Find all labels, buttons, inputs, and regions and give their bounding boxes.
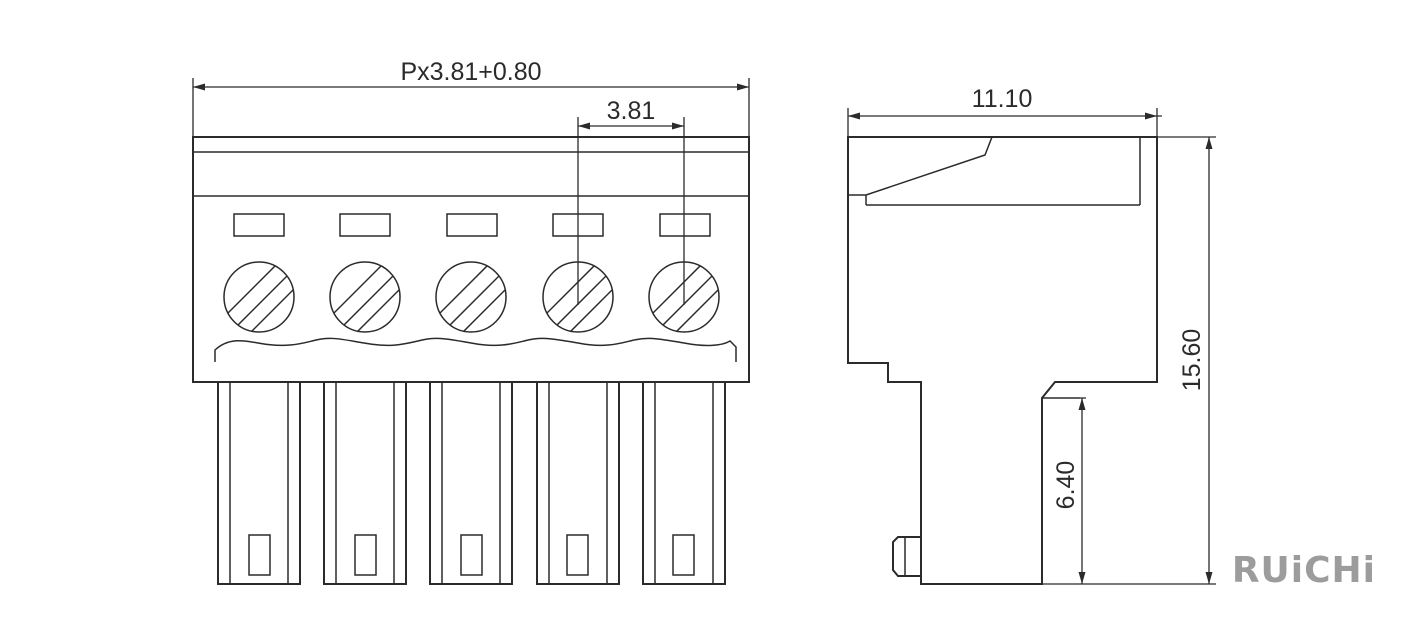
pitch-label: 3.81: [607, 97, 656, 125]
wire-hole: [435, 261, 507, 333]
total-height-label: 15.60: [1178, 329, 1206, 392]
wire-hole: [329, 261, 401, 333]
side-view-body: [847, 136, 1158, 585]
socket-leg: [429, 381, 513, 585]
release-slot: [233, 213, 285, 237]
pin-height-label: 6.40: [1052, 461, 1080, 510]
socket-leg: [217, 381, 301, 585]
pin-height-dimension: 6.40: [1052, 397, 1086, 584]
overall-width-dimension: Px3.81+0.80: [192, 58, 750, 137]
socket-leg: [323, 381, 407, 585]
depth-label: 11.10: [972, 85, 1033, 113]
side-view-locking-tab: [892, 536, 921, 577]
socket-leg: [642, 381, 726, 585]
wire-hole: [542, 261, 614, 333]
front-view: Px3.81+0.80 3.81: [192, 58, 750, 585]
front-view-body: [192, 136, 750, 383]
release-slot: [339, 213, 391, 237]
total-height-dimension: 15.60: [1042, 136, 1216, 585]
depth-dimension: 11.10: [847, 85, 1162, 137]
pitch-dimension: 3.81: [577, 97, 685, 305]
overall-width-label: Px3.81+0.80: [400, 58, 541, 86]
brand-logo: RUiCHi: [1232, 550, 1376, 591]
release-slot: [446, 213, 498, 237]
side-view: 11.10 15.60 6.40: [847, 85, 1216, 585]
front-view-scallop: [214, 337, 737, 362]
side-view-latch: [848, 136, 993, 196]
wire-hole: [648, 261, 720, 333]
socket-leg: [536, 381, 620, 585]
release-slot: [659, 213, 711, 237]
wire-hole: [223, 261, 295, 333]
